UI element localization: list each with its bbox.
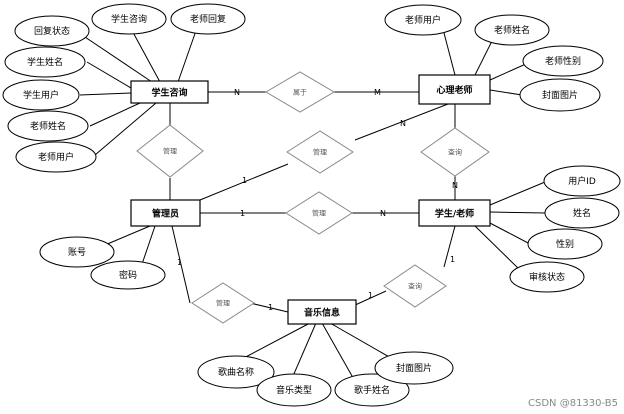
attribute-name-label: 姓名 <box>573 207 591 219</box>
cardinality-admin-manage: 1 <box>240 209 245 218</box>
attribute-student-consult: 学生咨询 <box>91 3 167 35</box>
attribute-review-status-label: 审核状态 <box>529 271 565 283</box>
watermark: CSDN @81330-B5 <box>528 398 618 409</box>
cardinality-music-query: 1 <box>368 291 373 300</box>
attribute-music-type: 音乐类型 <box>256 373 332 407</box>
cardinality-music-manage: 1 <box>268 303 273 312</box>
entity-psych-teacher: 心理老师 <box>418 74 491 105</box>
entity-student-consult-label: 学生咨询 <box>151 87 187 99</box>
attribute-singer-name: 歌手姓名 <box>334 373 410 407</box>
relationship-query-music-label: 查询 <box>408 282 422 291</box>
relationship-manage-student-label: 管理 <box>312 209 326 218</box>
attribute-teacher-reply-label: 老师回复 <box>190 13 226 25</box>
attribute-teacher-reply: 老师回复 <box>170 3 246 35</box>
relationship-manage-teacher: 管理 <box>286 130 354 174</box>
attribute-student-name: 学生姓名 <box>4 46 86 78</box>
connector-lines <box>75 24 547 384</box>
cardinality-manage-student: N <box>380 209 386 218</box>
attribute-user-id: 用户ID <box>543 165 621 197</box>
relationship-query-teacher-label: 查询 <box>448 148 462 157</box>
attribute-gender: 性别 <box>527 228 603 260</box>
attribute-reply-status: 回复状态 <box>14 15 90 47</box>
relationship-manage-music-label: 管理 <box>216 299 230 308</box>
entity-student-teacher: 学生/老师 <box>418 199 491 227</box>
attribute-teacher-gender-label: 老师性别 <box>545 55 581 67</box>
attribute-teacher-user-left: 老师用户 <box>15 141 97 173</box>
relationship-query-teacher: 查询 <box>420 127 490 177</box>
attribute-password: 密码 <box>90 260 166 290</box>
cardinality-admin-music: 1 <box>177 258 182 267</box>
attribute-cover-image-teacher-label: 封面图片 <box>542 89 578 101</box>
cardinality-query-student: N <box>452 181 458 190</box>
attribute-cover-image-music-label: 封面图片 <box>396 362 432 374</box>
attribute-teacher-gender: 老师性别 <box>522 45 604 77</box>
attribute-teacher-name-left-label: 老师姓名 <box>30 120 66 132</box>
relationship-query-music: 查询 <box>383 264 447 308</box>
cardinality-query-student-music: 1 <box>450 255 455 264</box>
relationship-manage-teacher-label: 管理 <box>313 148 327 157</box>
attribute-song-name: 歌曲名称 <box>197 355 275 389</box>
attribute-music-type-label: 音乐类型 <box>276 384 312 396</box>
entity-student-teacher-label: 学生/老师 <box>435 208 474 220</box>
relationship-manage-music: 管理 <box>191 282 255 324</box>
entity-psych-teacher-label: 心理老师 <box>436 84 472 96</box>
attribute-account-label: 账号 <box>68 247 86 258</box>
relationship-belongs-to-label: 属于 <box>293 89 307 97</box>
attribute-teacher-user-right-label: 老师用户 <box>405 14 441 26</box>
attribute-cover-image-teacher: 封面图片 <box>519 78 601 112</box>
attribute-song-name-label: 歌曲名称 <box>218 366 254 378</box>
entity-music-info: 音乐信息 <box>287 299 357 325</box>
attribute-name: 姓名 <box>544 197 620 229</box>
entity-student-consult: 学生咨询 <box>130 80 209 104</box>
attribute-gender-label: 性别 <box>556 238 574 250</box>
attribute-teacher-user-right: 老师用户 <box>384 4 462 36</box>
attribute-account: 账号 <box>39 236 115 268</box>
attribute-teacher-name-left: 老师姓名 <box>7 110 89 142</box>
relationship-manage-consult-label: 管理 <box>163 147 177 156</box>
relationship-manage-student: 管理 <box>285 191 353 235</box>
entity-admin-label: 管理员 <box>152 208 179 220</box>
attribute-review-status: 审核状态 <box>509 261 585 293</box>
attribute-student-name-label: 学生姓名 <box>27 56 63 68</box>
relationship-belongs-to: 属于 <box>265 71 335 113</box>
attribute-student-consult-label: 学生咨询 <box>111 13 147 25</box>
attribute-student-user-label: 学生用户 <box>23 89 59 101</box>
relationship-manage-consult: 管理 <box>136 124 204 178</box>
cardinality-consult-belongs: N <box>234 88 240 97</box>
attribute-password-label: 密码 <box>119 269 137 281</box>
cardinality-admin-teacher: 1 <box>242 176 247 185</box>
attribute-user-id-label: 用户ID <box>568 175 596 187</box>
attribute-student-user: 学生用户 <box>2 79 80 111</box>
cardinality-belongs-teacher: M <box>374 88 381 97</box>
attribute-teacher-name-right-label: 老师姓名 <box>494 24 530 36</box>
attribute-teacher-user-left-label: 老师用户 <box>38 151 74 163</box>
attribute-reply-status-label: 回复状态 <box>34 25 70 37</box>
entity-music-info-label: 音乐信息 <box>304 307 340 319</box>
attribute-teacher-name-right: 老师姓名 <box>474 14 550 46</box>
attribute-cover-image-music: 封面图片 <box>374 351 454 385</box>
cardinality-labels: N M 1 N N 1 N 1 1 1 1 <box>177 88 458 312</box>
cardinality-teacher-query: N <box>400 119 406 128</box>
attribute-singer-name-label: 歌手姓名 <box>354 384 390 396</box>
entity-admin: 管理员 <box>130 199 201 227</box>
